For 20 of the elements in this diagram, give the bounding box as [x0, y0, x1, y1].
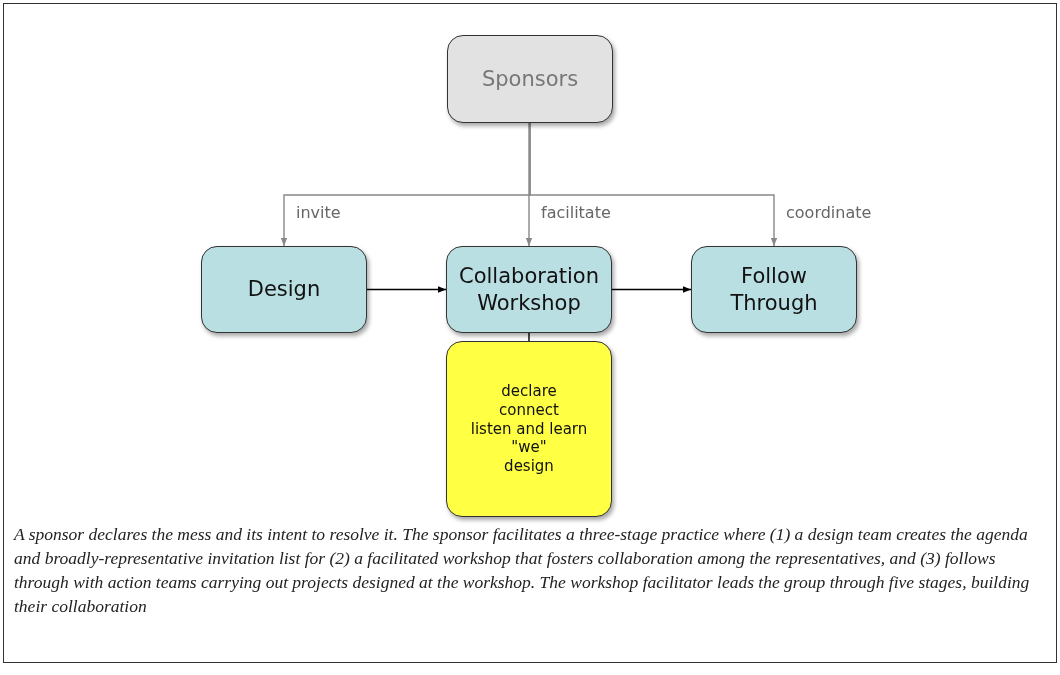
node-text: Collaboration Workshop — [459, 263, 599, 316]
sponsor-box — [447, 35, 613, 123]
stage-box — [446, 246, 612, 333]
activity-box — [446, 341, 612, 517]
node-text: listen and learn — [470, 419, 588, 439]
node-text: design — [504, 457, 554, 476]
connector-line — [528, 332, 530, 342]
node-text: Sponsors — [481, 65, 579, 93]
stage-box — [201, 246, 367, 333]
arrow — [529, 122, 778, 247]
node-text: Follow Through — [729, 263, 819, 316]
arrow — [366, 286, 447, 293]
node-text: connect — [499, 400, 559, 420]
stage-box — [691, 246, 857, 333]
node-text: Design — [247, 276, 321, 303]
arrow — [525, 122, 533, 247]
caption: A sponsor declares the mess and its intent to resolve it. The sponsor facilitates a three-stage practice where (1) a design team creates the agenda and broadly-representative invitation list for (2) a facilitated workshop that fosters collaboration among the representatives, and (3) follows through with action teams carrying out projects designed at the workshop. The workshop facilitator leads the group through five stages, building their collaboration — [14, 523, 1031, 618]
node-text: declare — [501, 382, 557, 401]
node-text: "we" — [511, 438, 547, 458]
arrow — [611, 286, 692, 293]
